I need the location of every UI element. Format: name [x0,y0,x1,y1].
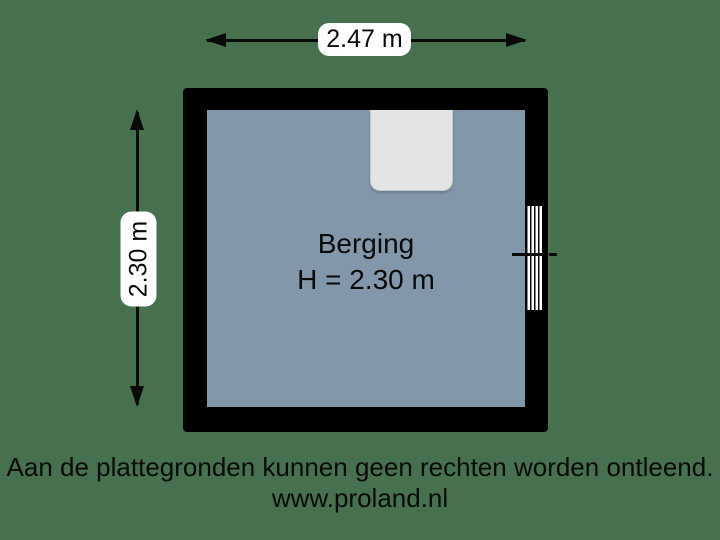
room-label: Berging H = 2.30 m [207,226,525,298]
arrowhead-right-icon [506,33,527,47]
footer-website: www.proland.nl [271,483,449,513]
room-height-text: H = 2.30 m [297,264,435,295]
room-interior [207,110,525,407]
window-sill-line [512,253,546,256]
arrowhead-left-icon [205,33,226,47]
arrowhead-up-icon [130,109,144,130]
room-name: Berging [317,228,415,259]
window-sill-dash [549,253,557,256]
door [370,110,453,191]
footer-disclaimer: Aan de plattegronden kunnen geen rechten… [6,452,714,482]
height-dimension-label: 2.30 m [120,211,157,307]
window-icon [526,206,543,310]
arrowhead-down-icon [130,386,144,407]
width-dimension-label: 2.47 m [318,23,411,56]
footer: Aan de plattegronden kunnen geen rechten… [0,452,720,514]
